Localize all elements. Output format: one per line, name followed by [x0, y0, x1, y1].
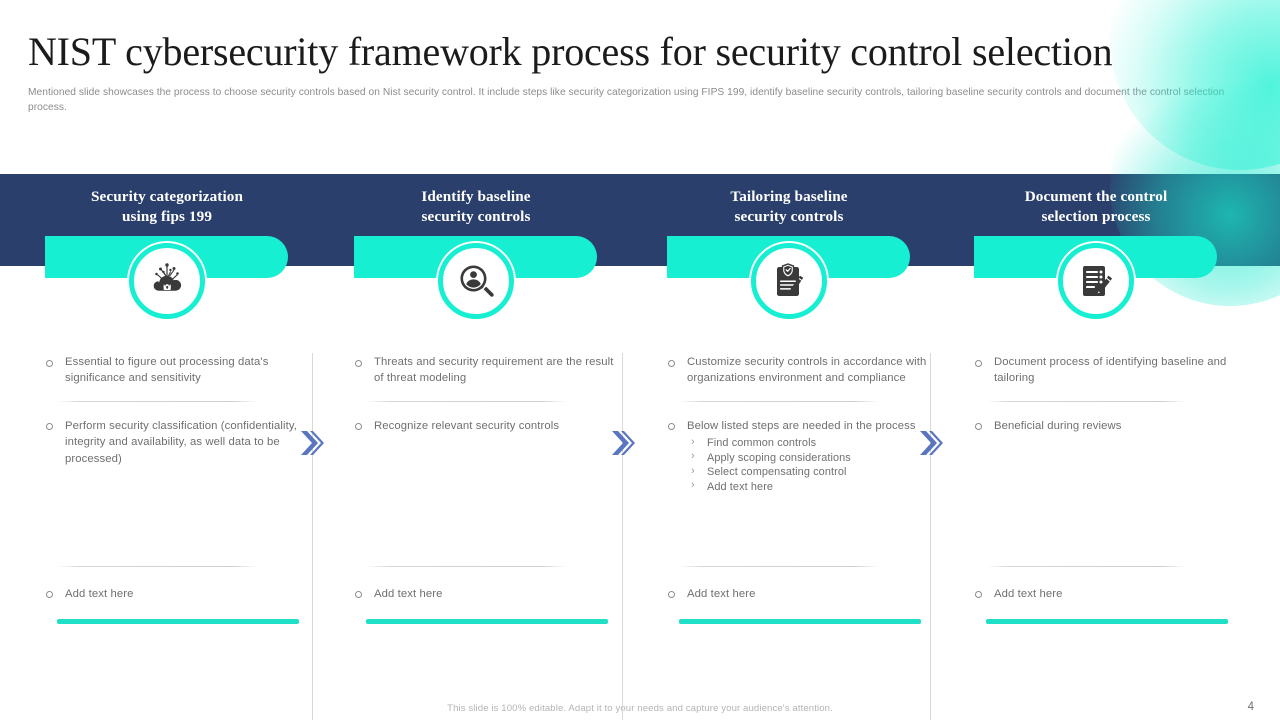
step-footer: Add text here	[665, 565, 927, 624]
bullet-item-placeholder[interactable]: Add text here	[352, 586, 614, 602]
cloud-lock-network-icon	[129, 243, 205, 319]
clipboard-shield-pen-icon	[751, 243, 827, 319]
step-title: Identify baseline security controls	[320, 187, 632, 227]
step-title: Security categorization using fips 199	[11, 187, 323, 227]
step-bullet-list: Essential to figure out processing data'…	[43, 354, 305, 467]
column-divider	[312, 353, 313, 720]
bullet-separator	[366, 565, 566, 567]
bullet-separator	[679, 565, 879, 567]
bullet-separator	[986, 400, 1186, 402]
bullet-separator	[679, 400, 879, 402]
step-bullet-list: Customize security controls in accordanc…	[665, 354, 927, 494]
bullet-sub-list: Find common controls Apply scoping consi…	[687, 435, 927, 495]
double-chevron-right-icon	[610, 428, 636, 458]
page-subtitle: Mentioned slide showcases the process to…	[28, 87, 1225, 113]
bullet-item: Document process of identifying baseline…	[972, 354, 1234, 387]
process-step-3[interactable]: Tailoring baseline security controls	[633, 174, 945, 644]
step-underline-bar	[679, 619, 921, 624]
bullet-item: Customize security controls in accordanc…	[665, 354, 927, 387]
step-title-line-1: Document the control	[1024, 188, 1168, 205]
step-title: Tailoring baseline security controls	[633, 187, 945, 227]
step-underline-bar	[986, 619, 1228, 624]
bullet-text: Below listed steps are needed in the pro…	[687, 419, 916, 432]
bullet-item: Perform security classification (confide…	[43, 418, 305, 467]
process-step-2[interactable]: Identify baseline security controls Thre…	[320, 174, 632, 644]
bullet-separator	[57, 565, 257, 567]
process-step-1[interactable]: Security categorization using fips 199	[11, 174, 323, 644]
process-columns: Security categorization using fips 199	[0, 174, 1280, 720]
bullet-separator	[57, 400, 257, 402]
magnifier-person-icon	[438, 243, 514, 319]
step-title-line-2: security controls	[421, 208, 531, 225]
step-title-line-1: Identify baseline	[421, 188, 531, 205]
step-title-line-2: selection process	[1041, 208, 1151, 225]
bullet-item: Below listed steps are needed in the pro…	[665, 418, 927, 494]
sub-bullet-item-placeholder[interactable]: Add text here	[689, 478, 927, 495]
step-title-line-2: security controls	[734, 208, 844, 225]
step-footer: Add text here	[972, 565, 1234, 624]
step-title-line-2: using fips 199	[121, 208, 213, 225]
step-bullet-list: Threats and security requirement are the…	[352, 354, 614, 434]
column-divider	[930, 353, 931, 720]
bullet-item: Beneficial during reviews	[972, 418, 1234, 434]
sub-bullet-item: Find common controls	[689, 435, 927, 451]
page-number: 4	[1247, 701, 1254, 713]
column-divider	[622, 353, 623, 720]
page-title: NIST cybersecurity framework process for…	[28, 29, 1113, 74]
bullet-separator	[366, 400, 566, 402]
step-footer: Add text here	[43, 565, 305, 624]
bullet-item-placeholder[interactable]: Add text here	[665, 586, 927, 602]
sub-bullet-item: Select compensating control	[689, 464, 927, 480]
footer-note: This slide is 100% editable. Adapt it to…	[447, 703, 833, 714]
bullet-separator	[986, 565, 1186, 567]
double-chevron-right-icon	[918, 428, 944, 458]
step-title-line-1: Tailoring baseline	[730, 188, 848, 205]
bullet-item-placeholder[interactable]: Add text here	[43, 586, 305, 602]
step-underline-bar	[366, 619, 608, 624]
step-underline-bar	[57, 619, 299, 624]
step-bullet-list: Document process of identifying baseline…	[972, 354, 1234, 434]
notepad-pencil-icon	[1058, 243, 1134, 319]
sub-bullet-item: Apply scoping considerations	[689, 449, 927, 466]
double-chevron-right-icon	[299, 428, 325, 458]
process-step-4[interactable]: Document the control selection process	[940, 174, 1252, 644]
bullet-item: Threats and security requirement are the…	[352, 354, 614, 387]
bullet-item: Essential to figure out processing data'…	[43, 354, 305, 387]
bullet-item-placeholder[interactable]: Add text here	[972, 586, 1234, 602]
bullet-item: Recognize relevant security controls	[352, 418, 614, 434]
step-title: Document the control selection process	[940, 187, 1252, 227]
step-title-line-1: Security categorization	[90, 188, 244, 205]
step-footer: Add text here	[352, 565, 614, 624]
